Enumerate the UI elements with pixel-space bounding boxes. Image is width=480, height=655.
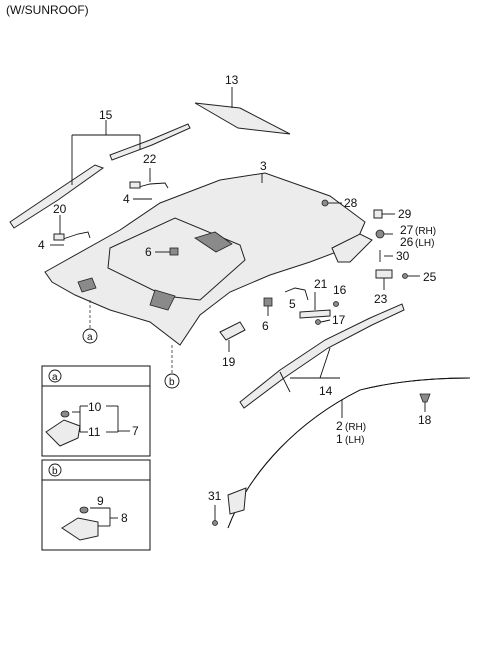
bracket-part — [219, 321, 246, 352]
sunroof-pad-part — [194, 87, 291, 135]
callout-6-center: 6 — [145, 245, 152, 259]
callout-19: 19 — [222, 355, 236, 369]
callout-9: 9 — [97, 494, 104, 508]
detail-box-a: a — [41, 365, 151, 457]
rear-handle-part — [50, 215, 91, 246]
clip-right-part — [263, 297, 273, 307]
right-fastener-cluster — [331, 209, 420, 290]
callout-31: 31 — [208, 489, 222, 503]
callout-1-side: (LH) — [345, 435, 364, 446]
callout-11: 11 — [88, 425, 101, 439]
bolt-part — [321, 199, 329, 207]
detail-a-label: a — [52, 372, 58, 383]
callout-3: 3 — [260, 159, 267, 173]
callout-8: 8 — [121, 511, 128, 525]
callout-22: 22 — [143, 152, 157, 166]
detail-b-label: b — [52, 466, 58, 477]
callout-10: 10 — [88, 400, 102, 414]
callout-30: 30 — [396, 249, 410, 263]
ref-a-label: a — [87, 332, 93, 343]
callout-26-side: (LH) — [415, 238, 434, 249]
side-trim-part — [9, 120, 191, 229]
callout-1: 1 — [336, 432, 343, 446]
callout-27: 27 — [400, 223, 414, 237]
callout-21: 21 — [314, 277, 328, 291]
headliner-part — [44, 172, 366, 346]
center-handle-cluster — [284, 287, 339, 325]
callout-2-side: (RH) — [345, 422, 366, 433]
callout-4-upper: 4 — [123, 192, 130, 206]
bolt-31-part — [212, 505, 218, 526]
curtain-airbag-part — [227, 377, 471, 529]
callout-28: 28 — [344, 196, 358, 210]
assist-handle-part — [129, 168, 169, 200]
callout-5: 5 — [289, 297, 296, 311]
callout-17: 17 — [332, 313, 346, 327]
callout-7: 7 — [132, 424, 139, 438]
callout-25: 25 — [423, 270, 437, 284]
ref-b-marker — [164, 373, 180, 389]
callout-18: 18 — [418, 413, 432, 427]
callout-27-side: (RH) — [415, 226, 436, 237]
callout-29: 29 — [398, 207, 412, 221]
clip-18-part — [419, 393, 431, 412]
callout-16: 16 — [333, 283, 347, 297]
callout-2: 2 — [336, 419, 343, 433]
callout-15: 15 — [99, 108, 113, 122]
callout-20: 20 — [53, 202, 67, 216]
callout-13: 13 — [225, 73, 239, 87]
callout-14: 14 — [319, 384, 333, 398]
ref-b-label: b — [169, 377, 175, 388]
ref-a-marker — [82, 328, 98, 344]
roof-side-trim-part — [239, 303, 405, 409]
callout-23: 23 — [374, 292, 388, 306]
clip-part — [169, 247, 179, 256]
callout-4-lower: 4 — [38, 238, 45, 252]
detail-box-b: b — [41, 459, 151, 551]
callout-26: 26 — [400, 235, 414, 249]
variant-title: (W/SUNROOF) — [6, 3, 89, 17]
callout-6-right: 6 — [262, 319, 269, 333]
